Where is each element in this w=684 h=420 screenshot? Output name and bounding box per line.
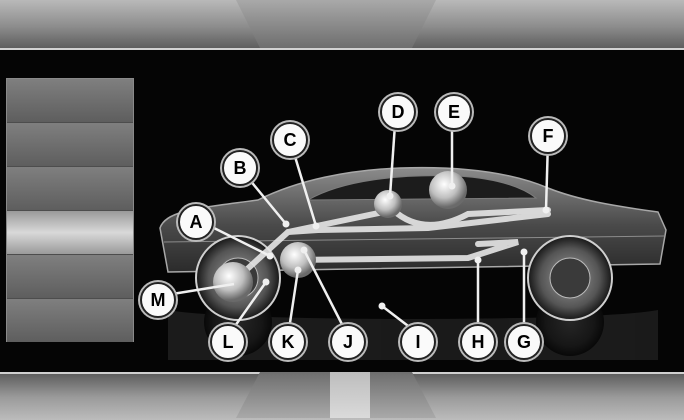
- callout-d[interactable]: D: [380, 94, 416, 130]
- callout-g[interactable]: G: [506, 324, 542, 360]
- side-menu-item-4[interactable]: [7, 211, 133, 255]
- callout-b[interactable]: B: [222, 150, 258, 186]
- leader-points: [262, 182, 550, 310]
- side-menu-item-2[interactable]: [7, 123, 133, 167]
- vehicle-diagram: [159, 109, 667, 360]
- callout-e[interactable]: E: [436, 94, 472, 130]
- side-menu-item-6[interactable]: [7, 299, 133, 342]
- top-tab[interactable]: [236, 0, 436, 48]
- callout-a[interactable]: A: [178, 204, 214, 240]
- callout-j[interactable]: J: [330, 324, 366, 360]
- side-menu-item-5[interactable]: [7, 255, 133, 299]
- side-menu: [6, 78, 134, 342]
- side-menu-item-1[interactable]: [7, 79, 133, 123]
- callout-i[interactable]: I: [400, 324, 436, 360]
- callout-c[interactable]: C: [272, 122, 308, 158]
- callout-k[interactable]: K: [270, 324, 306, 360]
- callout-h[interactable]: H: [460, 324, 496, 360]
- callout-f[interactable]: F: [530, 118, 566, 154]
- bottom-tab-highlight: [330, 372, 370, 418]
- callout-m[interactable]: M: [140, 282, 176, 318]
- side-menu-item-3[interactable]: [7, 167, 133, 211]
- callout-l[interactable]: L: [210, 324, 246, 360]
- sensor-nodes: [213, 171, 467, 302]
